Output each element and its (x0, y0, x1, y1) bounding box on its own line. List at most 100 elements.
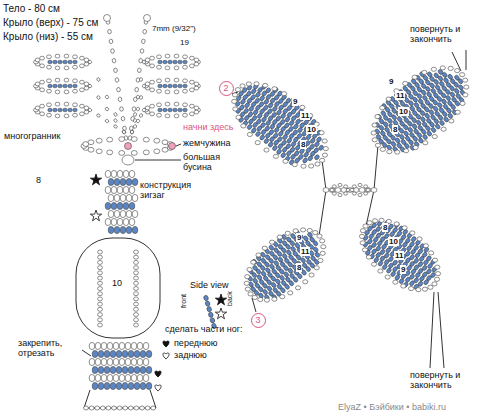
bead (413, 145, 418, 149)
bead (290, 154, 296, 161)
bead (257, 113, 263, 120)
bead (142, 84, 146, 88)
bead (442, 72, 448, 79)
bead (183, 79, 188, 83)
bead (332, 185, 336, 188)
heart-symbol (155, 371, 161, 377)
bead (267, 141, 273, 148)
bead (443, 116, 449, 123)
bead (372, 236, 378, 243)
bead (272, 145, 278, 152)
bead (183, 103, 188, 107)
bead (232, 99, 237, 103)
bead (233, 107, 238, 111)
bead (372, 123, 377, 127)
bead (150, 80, 155, 84)
bead (64, 54, 69, 58)
bead (134, 255, 139, 259)
bead (300, 105, 305, 109)
bead (157, 113, 162, 117)
bead (92, 366, 98, 373)
bead (463, 78, 468, 82)
bead (174, 90, 179, 94)
callout-number: 8 (382, 223, 388, 232)
bead (95, 358, 101, 365)
bead (183, 84, 187, 88)
bead (435, 272, 440, 276)
bead (255, 131, 261, 138)
bead (107, 342, 113, 349)
bead (447, 113, 453, 120)
bead (319, 131, 324, 135)
bead (117, 170, 123, 177)
bead (105, 107, 110, 112)
bead (165, 78, 170, 82)
bead (315, 162, 320, 166)
bead (122, 382, 128, 389)
bead (108, 178, 114, 185)
bead (98, 350, 104, 357)
bead (402, 241, 408, 248)
bead (89, 406, 94, 410)
bead (422, 134, 428, 141)
bead (425, 125, 431, 132)
bead (292, 276, 298, 283)
bead (380, 147, 385, 151)
bead (150, 56, 155, 60)
bead (283, 159, 288, 163)
bead (344, 192, 348, 195)
bead (352, 185, 356, 188)
bead (117, 218, 123, 225)
bead (98, 382, 104, 389)
bead (362, 248, 367, 252)
bead (126, 194, 132, 201)
bead (174, 78, 179, 82)
callout-number: 9 (292, 97, 298, 106)
bead (173, 84, 177, 88)
bead (133, 112, 137, 116)
bead (125, 358, 131, 365)
bead (437, 114, 443, 121)
bead (419, 275, 425, 282)
bead (63, 60, 67, 64)
bead (259, 134, 265, 141)
bead (98, 271, 103, 275)
bead (366, 188, 370, 191)
bead (248, 292, 253, 296)
bead (174, 102, 179, 106)
bead (95, 374, 101, 381)
bead (73, 60, 77, 64)
bead (53, 84, 57, 88)
view-label: back (226, 291, 234, 306)
bead (150, 104, 155, 108)
bead (80, 104, 85, 108)
bead (104, 366, 110, 373)
bead (431, 67, 436, 71)
bead (40, 112, 45, 116)
leader-line (252, 298, 256, 312)
bead (245, 275, 250, 279)
bead (435, 265, 440, 269)
bead (119, 151, 125, 156)
bead (387, 150, 392, 154)
bead (150, 64, 155, 68)
bead (378, 125, 384, 132)
bead (174, 54, 179, 58)
bead (335, 188, 341, 193)
bead (458, 84, 464, 91)
bead (410, 231, 415, 235)
bead (285, 244, 291, 251)
bead (454, 100, 460, 107)
star-symbol (90, 210, 101, 221)
bead (134, 266, 139, 270)
bead (282, 134, 288, 141)
bead (131, 358, 137, 365)
bead (371, 188, 377, 193)
bead (136, 107, 140, 111)
size-note: Крыло (верх) - 75 см (3, 17, 98, 29)
bead (100, 406, 105, 410)
bead (163, 84, 167, 88)
callout-number: 11 (395, 91, 405, 100)
bead (40, 104, 45, 108)
